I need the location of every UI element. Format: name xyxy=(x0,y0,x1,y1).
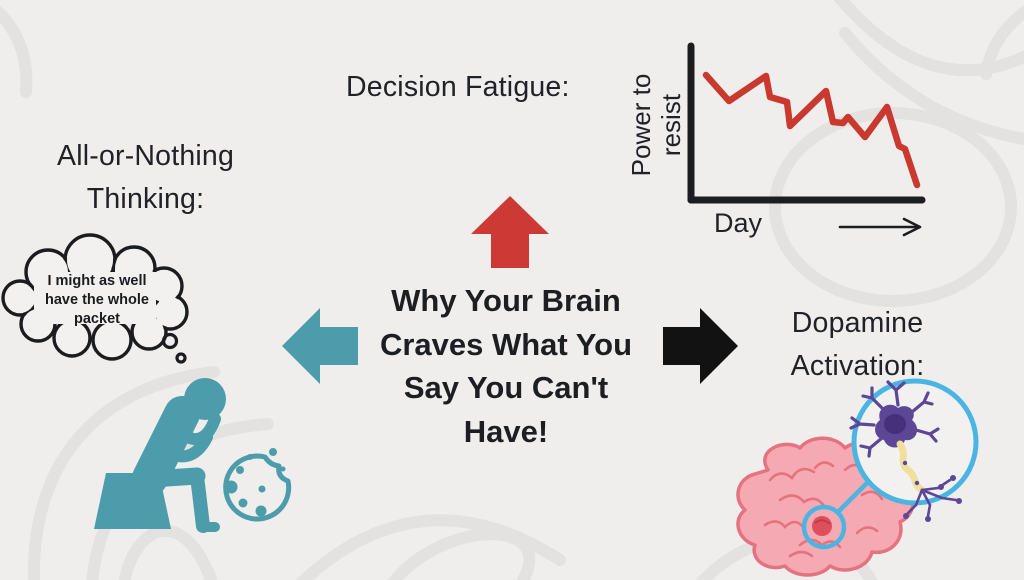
page-title: Why Your Brain Craves What You Say You C… xyxy=(336,279,676,453)
dopamine-heading-line2: Activation: xyxy=(790,350,925,382)
decision-fatigue-heading: Decision Fatigue: xyxy=(346,71,570,103)
neuron-magnifier-icon xyxy=(849,378,979,522)
all-or-nothing-heading: All-or-Nothing Thinking: xyxy=(18,135,273,221)
thought-bubble-icon xyxy=(1,233,189,364)
decision-fatigue-chart xyxy=(687,42,926,237)
neuron-nucleus xyxy=(884,414,906,434)
dejected-person-icon xyxy=(94,378,226,533)
all-or-nothing-heading-line2: Thinking: xyxy=(86,183,205,215)
bubble-text-line2: have the whole xyxy=(45,292,149,308)
reward-center-dot xyxy=(812,516,832,536)
thought-bubble-trail-dots xyxy=(161,332,187,364)
all-or-nothing-heading-line1: All-or-Nothing xyxy=(56,140,235,172)
title-line4: Have! xyxy=(463,413,549,449)
chart-x-axis-label: Day xyxy=(714,208,763,238)
neuron-dendrites xyxy=(849,380,940,458)
brain-folds xyxy=(763,461,884,558)
chart-y-axis-label: Power to resist xyxy=(626,55,688,195)
right-arrow-icon xyxy=(663,308,738,384)
bitten-cookie-icon xyxy=(223,448,292,522)
cookie-chips xyxy=(224,448,286,517)
bubble-text-line1: I might as well xyxy=(47,273,147,289)
chart-axes xyxy=(687,42,926,204)
magnifier-connector xyxy=(836,476,874,514)
reward-center-ring xyxy=(801,504,847,550)
thought-bubble-text: I might as well have the whole packet xyxy=(27,272,167,329)
dopamine-activation-heading: Dopamine Activation: xyxy=(760,302,955,388)
y-axis-label-line2: resist xyxy=(656,93,686,157)
left-arrow-icon xyxy=(282,308,358,384)
dopamine-heading-line1: Dopamine xyxy=(791,307,924,339)
title-line1: Why Your Brain xyxy=(391,283,621,318)
title-line3: Say You Can't xyxy=(403,370,609,405)
up-arrow-icon xyxy=(471,196,549,268)
bubble-text-line3: packet xyxy=(74,311,120,327)
resistance-line xyxy=(702,71,921,189)
x-axis-arrow-icon xyxy=(838,217,922,237)
y-axis-label-line1: Power to xyxy=(626,73,656,177)
title-line2: Craves What You xyxy=(379,326,633,362)
